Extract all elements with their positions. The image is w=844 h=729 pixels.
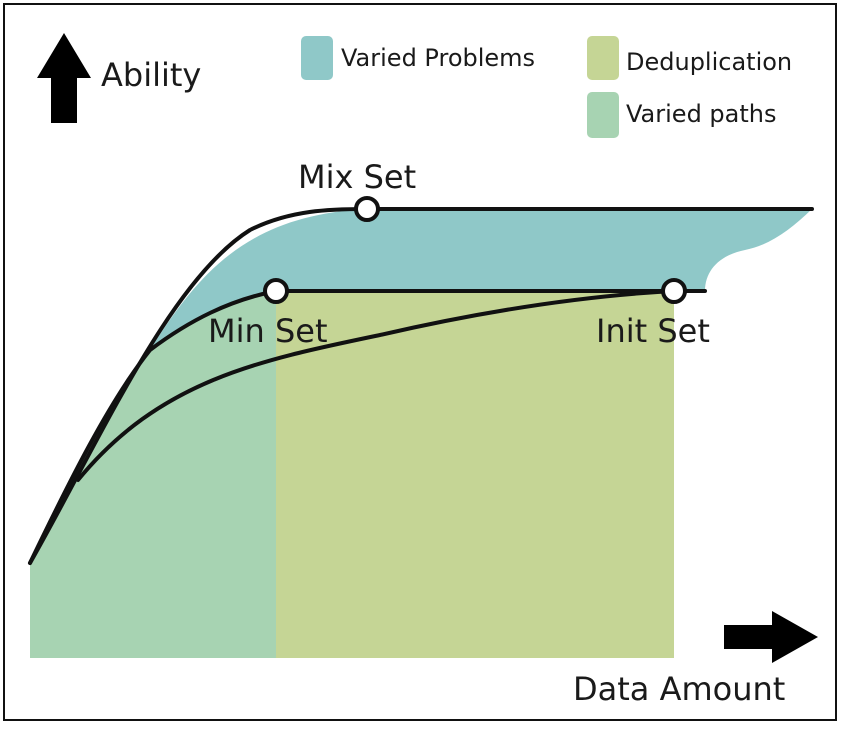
curve-init-set [76, 289, 676, 482]
legend-label-deduplication: Deduplication [626, 48, 792, 76]
x-axis-arrow-icon [724, 611, 818, 663]
node-mix-set [354, 196, 380, 222]
node-min-set [263, 278, 289, 304]
region-varied-problems [150, 209, 812, 350]
legend-swatch-varied-paths [587, 92, 619, 138]
legend-label-varied-problems: Varied Problems [341, 44, 535, 72]
region-deduplication [276, 291, 674, 658]
legend-swatch-varied-problems [301, 36, 333, 80]
node-init-set [661, 278, 687, 304]
curve-min-set [28, 289, 707, 565]
y-axis-arrow-icon [37, 33, 91, 123]
legend-label-varied-paths: Varied paths [626, 100, 777, 128]
region-varied-paths [30, 291, 276, 658]
label-min-set: Min Set [208, 312, 328, 350]
legend-swatch-deduplication [587, 36, 619, 80]
x-axis-label: Data Amount [573, 670, 785, 708]
curve-mix-set [28, 207, 814, 565]
label-mix-set: Mix Set [298, 158, 416, 196]
label-init-set: Init Set [596, 312, 710, 350]
y-axis-label: Ability [101, 56, 201, 94]
